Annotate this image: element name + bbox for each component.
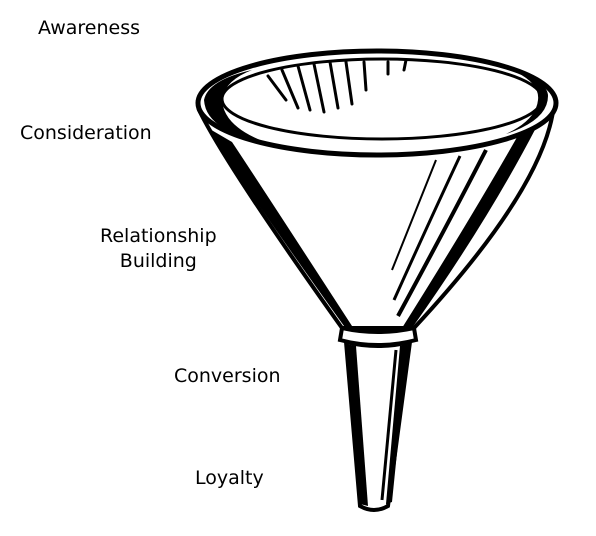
funnel-cone-shade-left <box>208 128 352 326</box>
funnel-cone-shade-right-3 <box>392 155 462 301</box>
funnel-rim-shade-right <box>506 72 548 134</box>
funnel-spout-shade-left <box>346 344 368 506</box>
stage-awareness: Awareness <box>38 17 141 39</box>
funnel-cone-shade-right-1 <box>402 120 540 328</box>
stage-conversion: Conversion <box>174 365 281 387</box>
funnel-spout-line <box>380 349 398 501</box>
stage-relationship-line2: Building <box>119 250 197 272</box>
funnel-cone-shade-right-2 <box>396 149 488 317</box>
funnel-rim-inner <box>220 57 544 141</box>
funnel-rim-shade-left <box>204 70 260 140</box>
stage-relationship-building: Relationship Building <box>100 224 217 274</box>
stage-consideration: Consideration <box>20 122 152 144</box>
funnel-spout-shade-right <box>386 344 408 504</box>
funnel-inner-hatching <box>266 58 408 114</box>
funnel-cone-shade-right-4 <box>391 159 437 271</box>
stage-relationship-line1: Relationship <box>100 225 217 247</box>
stage-loyalty: Loyalty <box>195 467 264 489</box>
